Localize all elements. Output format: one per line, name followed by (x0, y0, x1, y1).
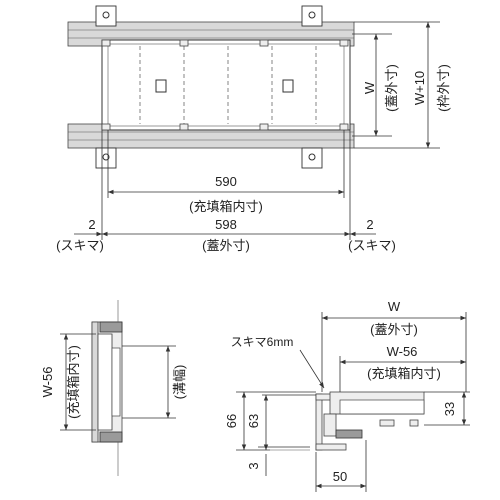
section-w50: 50 (333, 469, 347, 484)
section-view: W (蓋外寸) スキマ6mm W-56 (充填箱内寸) 33 66 63 3 5… (224, 299, 470, 492)
side-groove-note: (溝幅) (172, 365, 187, 400)
section-h63: 63 (246, 414, 261, 428)
section-h33: 33 (442, 402, 457, 416)
section-gap-label: スキマ6mm (231, 335, 294, 349)
section-h66: 66 (224, 414, 239, 428)
lift-hole-right (282, 79, 294, 93)
anchor-lug-tr (301, 5, 323, 27)
gap-left-note: (スキマ) (56, 238, 104, 253)
section-w-label: W (388, 299, 401, 314)
section-w56-label: W-56 (387, 344, 418, 359)
dim-w10-label: W+10 (412, 71, 427, 105)
anchor-lug-br (301, 147, 323, 169)
dim-598-note: (蓋外寸) (202, 238, 250, 253)
top-plan-view: 590 (充填箱内寸) 598 (蓋外寸) 2 (スキマ) 2 (スキマ) W … (56, 5, 451, 253)
dim-590-note: (充填箱内寸) (189, 199, 263, 214)
side-w56-note: (充填箱内寸) (66, 345, 81, 419)
gap-right-note: (スキマ) (348, 238, 396, 253)
anchor-lug-bl (95, 147, 117, 169)
side-w56-label: W-56 (40, 367, 55, 398)
anchor-lug-tl (95, 5, 117, 27)
section-packing (335, 429, 363, 439)
dim-598-label: 598 (215, 217, 237, 232)
gap-left-label: 2 (88, 217, 95, 232)
lift-hole-left (155, 79, 167, 93)
gap-right-label: 2 (366, 217, 373, 232)
section-frame (315, 393, 323, 451)
dim-w10-note: (枠外寸) (436, 64, 451, 112)
dim-w-note: (蓋外寸) (384, 64, 399, 112)
side-view: W-56 (充填箱内寸) (溝幅) (40, 300, 187, 476)
cover-inner-border (107, 43, 345, 127)
section-w-note: (蓋外寸) (370, 322, 418, 337)
section-h3: 3 (246, 462, 261, 469)
dim-590-label: 590 (215, 174, 237, 189)
gap-leader (299, 349, 325, 389)
section-w56-note: (充填箱内寸) (367, 366, 441, 381)
cover-plate (101, 39, 351, 131)
dim-w-label: W (362, 81, 377, 94)
